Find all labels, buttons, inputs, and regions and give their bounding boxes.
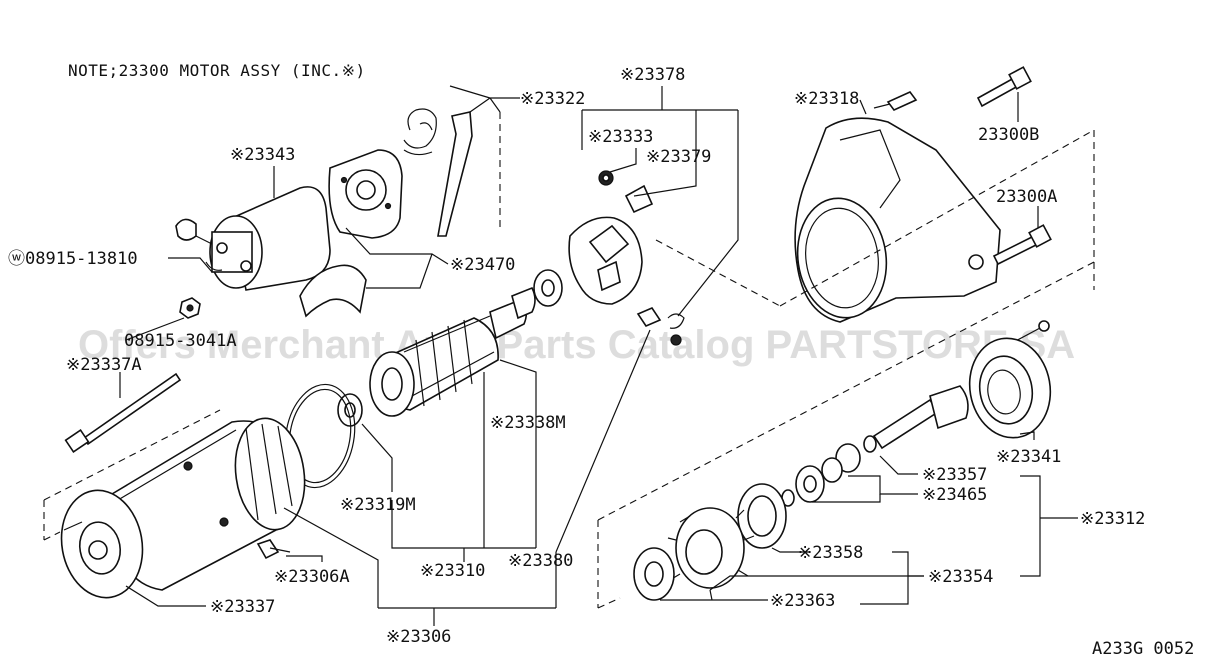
label-23341: ※23341 <box>996 447 1061 467</box>
label-23343: ※23343 <box>230 145 295 165</box>
screw-23306a-drawing <box>256 539 291 560</box>
label-23319m: ※23319M <box>340 495 416 515</box>
label-23380: ※23380 <box>508 551 573 571</box>
label-23306: ※23306 <box>386 627 451 647</box>
diagram-code: A233G 0052 <box>1092 639 1194 659</box>
label-23300a: 23300A <box>996 187 1057 207</box>
label-23470: ※23470 <box>450 255 515 275</box>
clutch-drawing <box>781 465 825 507</box>
label-23333: ※23333 <box>588 127 653 147</box>
label-23379: ※23379 <box>646 147 711 167</box>
clamp-drawing <box>299 264 367 318</box>
label-23354: ※23354 <box>928 567 993 587</box>
label-23338m: ※23338M <box>490 413 566 433</box>
solenoid-switch-drawing <box>175 186 331 291</box>
label-23337: ※23337 <box>210 597 275 617</box>
label-23358: ※23358 <box>798 543 863 563</box>
watermark-text: Offers Merchant Auto Parts Catalog PARTS… <box>78 323 1075 367</box>
label-23337a: ※23337A <box>66 355 142 375</box>
assembly-dashed-lines <box>43 112 1095 609</box>
bearing-23358-drawing <box>737 483 787 549</box>
label-23318: ※23318 <box>794 89 859 109</box>
label-23310: ※23310 <box>420 561 485 581</box>
label-23357: ※23357 <box>922 465 987 485</box>
armature-drawing <box>369 286 536 417</box>
bolt-23300a-drawing <box>992 224 1052 266</box>
leader-lines <box>119 85 1078 626</box>
label-08915-13810: ⓦ08915-13810 <box>8 249 138 269</box>
label-23363: ※23363 <box>770 591 835 611</box>
gear-23354-drawing <box>667 507 755 601</box>
bearing-small-drawing <box>533 269 563 307</box>
label-23306a: ※23306A <box>274 567 350 587</box>
brush-plate-drawing <box>568 170 654 305</box>
yoke-drawing <box>111 417 306 591</box>
label-23300b: 23300B <box>978 125 1039 145</box>
bolt-23300b-drawing <box>976 66 1032 108</box>
brush-drawing <box>636 307 685 346</box>
note-text: NOTE;23300 MOTOR ASSY (INC.※) <box>68 61 366 80</box>
nut-drawing <box>179 297 201 319</box>
gear-housing-drawing <box>794 91 1001 323</box>
label-23465: ※23465 <box>922 485 987 505</box>
label-23378: ※23378 <box>620 65 685 85</box>
brush-spring-drawing <box>403 108 473 237</box>
bearing-23341-drawing <box>968 337 1052 439</box>
bearing-23363-drawing <box>633 547 675 601</box>
label-23312: ※23312 <box>1080 509 1145 529</box>
switch-plate-drawing <box>328 149 403 239</box>
label-23322: ※23322 <box>520 89 585 109</box>
through-bolt-drawing <box>64 372 182 453</box>
rear-cover-drawing <box>60 489 144 599</box>
label-08915-3041a: 08915-3041A <box>124 331 237 351</box>
pinion-drawing <box>821 385 969 483</box>
